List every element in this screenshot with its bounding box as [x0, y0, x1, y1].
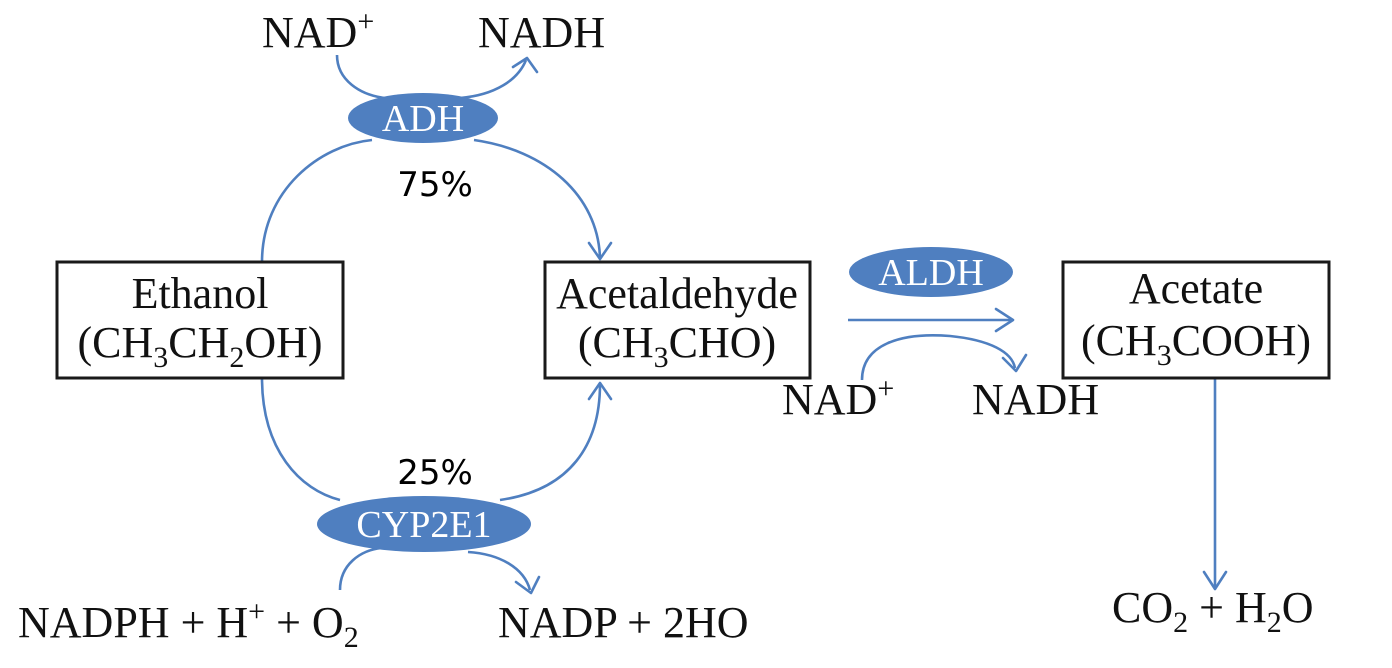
- aldh-label: ALDH: [878, 252, 984, 294]
- final-products: CO2 + H2O: [1112, 583, 1314, 639]
- acetaldehyde-name: Acetaldehyde: [556, 269, 798, 318]
- cyp2e1-enzyme: CYP2E1: [317, 496, 531, 552]
- adh-nad-plus: NAD+: [262, 5, 374, 57]
- aldh-nad-plus: NAD+: [782, 372, 894, 424]
- acetate-box: Acetate (CH3COOH): [1061, 260, 1331, 380]
- aldh-nadh-arrowhead: [1001, 353, 1028, 373]
- cyp-to-acetaldehyde-arc: [499, 383, 602, 502]
- cyp-nadph-inputs: NADPH + H+ + O2: [18, 595, 359, 654]
- aldh-enzyme: ALDH: [849, 247, 1013, 297]
- ethanol-box: Ethanol (CH3CH2OH): [55, 260, 345, 380]
- adh-nadh-out-curve: [459, 59, 528, 100]
- acetaldehyde-to-acetate-arrowhead: [994, 307, 1015, 333]
- adh-nadh-arrowhead: [511, 56, 539, 74]
- acetate-to-co2-arrowhead: [1202, 570, 1228, 591]
- adh-nadh: NADH: [478, 8, 605, 57]
- ethanol-formula: (CH3CH2OH): [77, 318, 322, 374]
- acetaldehyde-formula: (CH3CHO): [578, 318, 776, 374]
- cyp-to-acetaldehyde-arrowhead: [587, 381, 613, 401]
- ethanol-to-cyp-arc: [260, 377, 341, 502]
- cyp-nadp-outputs: NADP + 2HO: [498, 598, 749, 647]
- adh-to-acetaldehyde-arc: [473, 138, 602, 259]
- adh-percentage: 75%: [397, 165, 473, 205]
- aldh-nad-curve: [860, 334, 1017, 381]
- ethanol-to-adh-arc: [260, 138, 373, 263]
- acetate-formula: (CH3COOH): [1081, 316, 1311, 372]
- adh-nad-in-curve: [335, 54, 386, 100]
- cyp2e1-label: CYP2E1: [356, 504, 491, 546]
- cyp-nadp-out-curve: [467, 550, 532, 591]
- acetaldehyde-box: Acetaldehyde (CH3CHO): [543, 260, 812, 380]
- cyp-nadp-arrowhead: [514, 575, 541, 595]
- adh-label: ADH: [382, 98, 464, 140]
- aldh-nadh: NADH: [972, 375, 1099, 424]
- pathway-arrows: [260, 54, 1228, 595]
- acetate-name: Acetate: [1129, 264, 1263, 313]
- cyp-percentage: 25%: [397, 453, 473, 493]
- ethanol-name: Ethanol: [132, 269, 269, 318]
- adh-to-acetaldehyde-arrowhead: [587, 241, 613, 261]
- cyp-nadph-in-curve: [338, 546, 383, 591]
- adh-enzyme: ADH: [348, 93, 498, 143]
